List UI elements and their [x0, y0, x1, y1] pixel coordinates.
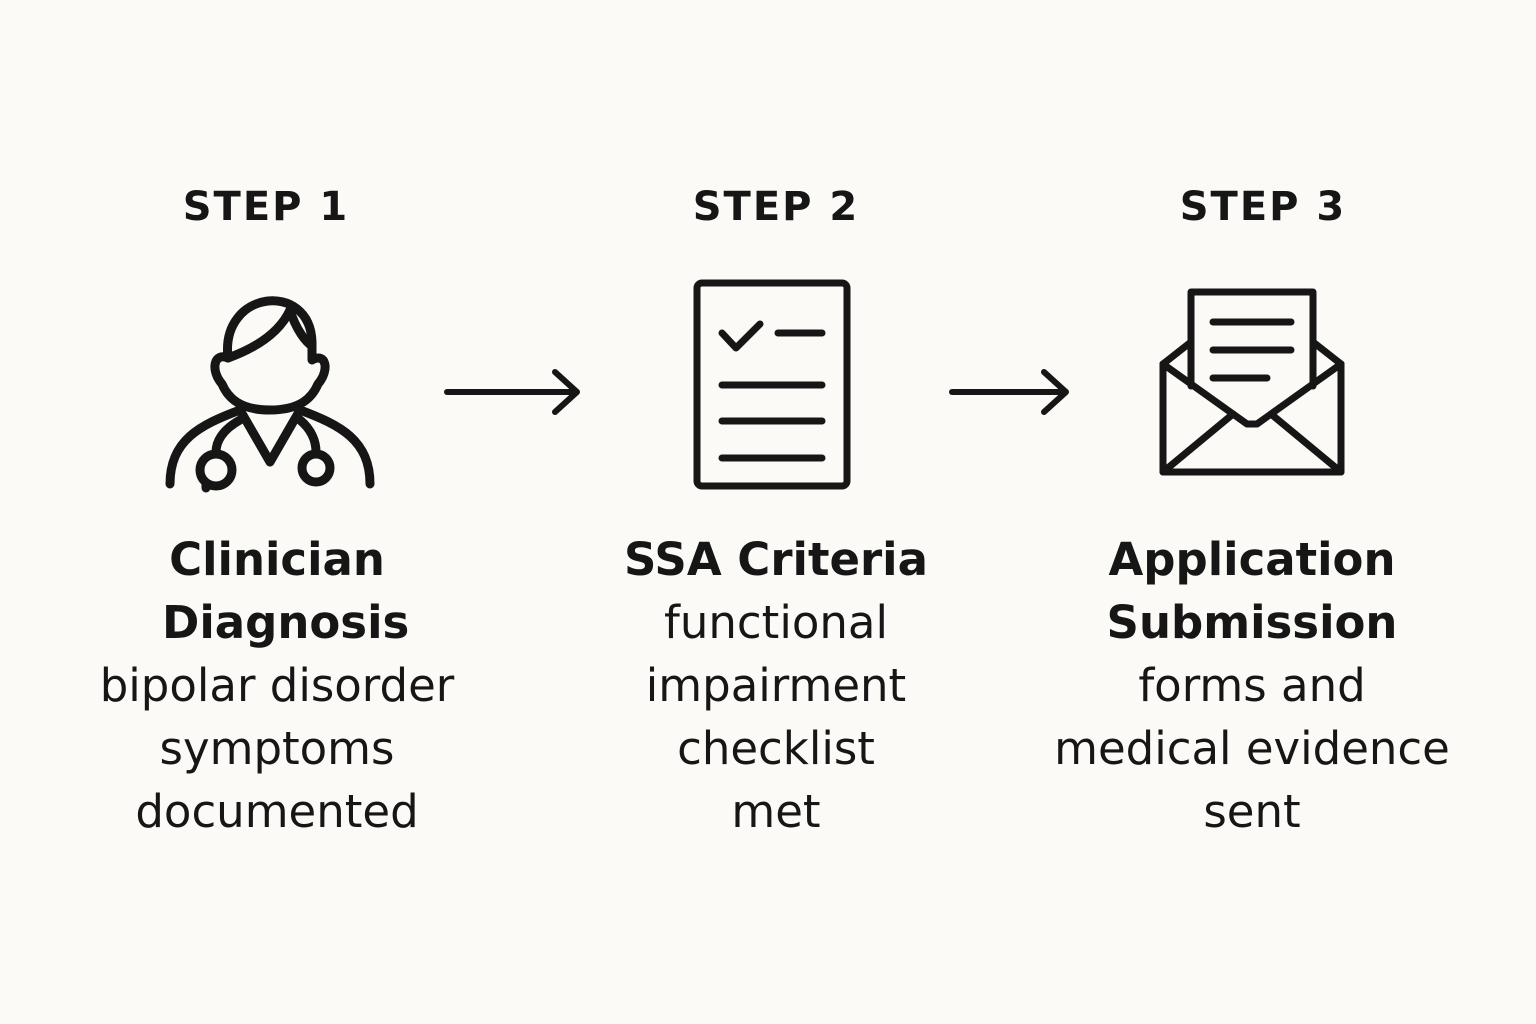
step-3-label: STEP 3	[1179, 184, 1347, 230]
step-2-text: SSA Criteria functional impairment check…	[566, 528, 986, 843]
step-3-title: Application Submission	[1106, 533, 1398, 649]
arrow-right-icon	[948, 366, 1088, 422]
checklist-document-icon	[690, 278, 855, 493]
step-1-description: bipolar disorder symptoms documented	[99, 659, 455, 838]
step-2-description: functional impairment checklist met	[645, 596, 907, 838]
step-2-title: SSA Criteria	[624, 533, 928, 586]
step-3-description: forms and medical evidence sent	[1054, 659, 1450, 838]
step-2-label: STEP 2	[692, 184, 860, 230]
step-1-label: STEP 1	[182, 184, 350, 230]
step-3-text: Application Submission forms and medical…	[1042, 528, 1462, 843]
envelope-letter-icon	[1155, 284, 1350, 484]
step-1-title: Clinician Diagnosis	[162, 533, 410, 649]
arrow-right-icon	[443, 366, 583, 422]
step-1-text: Clinician Diagnosis bipolar disorder sym…	[67, 528, 487, 843]
clinician-icon	[160, 270, 380, 495]
